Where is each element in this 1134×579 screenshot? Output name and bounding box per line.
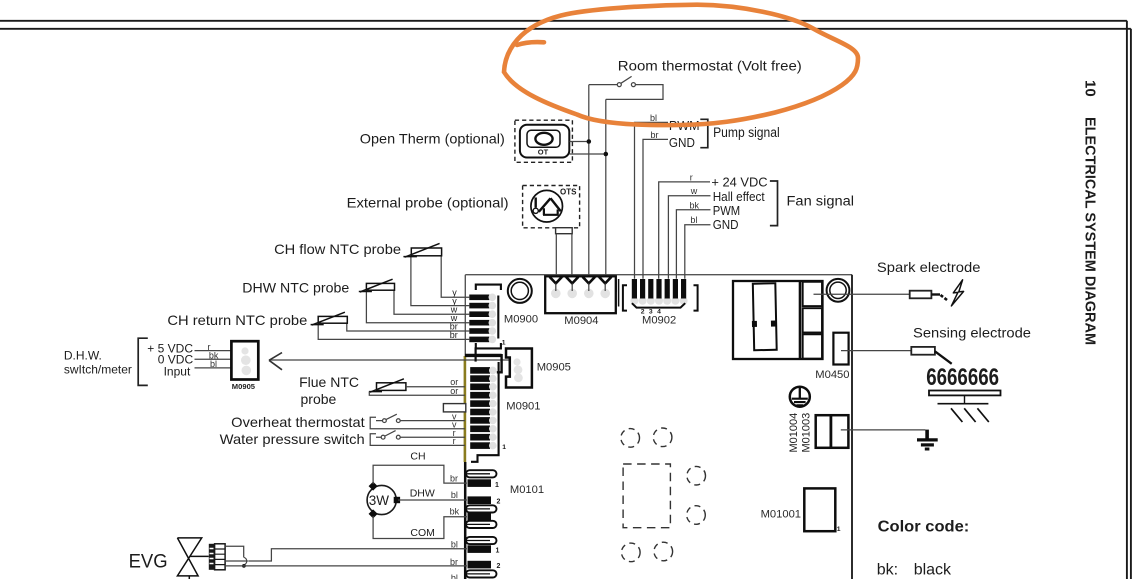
svg-text:DHW: DHW <box>410 487 435 499</box>
svg-text:COM: COM <box>410 527 435 539</box>
svg-text:br: br <box>450 330 458 340</box>
svg-text:M0900: M0900 <box>504 313 538 325</box>
svg-text:2: 2 <box>497 499 501 506</box>
svg-text:1: 1 <box>496 548 500 555</box>
svg-text:D.H.W.: D.H.W. <box>64 348 102 362</box>
svg-text:bl: bl <box>451 539 458 549</box>
svg-text:2: 2 <box>497 563 501 570</box>
svg-text:r: r <box>453 428 456 438</box>
svg-text:swItch/meter: swItch/meter <box>64 362 132 376</box>
svg-text:Pump signal: Pump signal <box>713 125 780 140</box>
svg-text:1: 1 <box>837 526 841 533</box>
svg-text:bk:: bk: <box>877 562 898 579</box>
svg-text:3: 3 <box>649 308 653 315</box>
svg-text:w: w <box>450 305 458 315</box>
svg-text:bl: bl <box>650 113 657 123</box>
svg-text:r: r <box>208 342 211 352</box>
svg-text:M0905: M0905 <box>537 361 571 373</box>
svg-text:M0902: M0902 <box>642 315 676 327</box>
svg-text:PWM: PWM <box>713 203 741 218</box>
svg-text:4: 4 <box>657 308 661 315</box>
svg-text:or: or <box>450 386 458 396</box>
svg-text:+ 5 VDC: + 5 VDC <box>147 341 193 355</box>
svg-text:3W: 3W <box>369 493 390 508</box>
svg-text:6666666: 6666666 <box>926 364 999 391</box>
svg-text:ELECTRICAL SYSTEM DIAGRAM: ELECTRICAL SYSTEM DIAGRAM <box>1082 117 1099 345</box>
svg-text:OT: OT <box>538 148 549 157</box>
svg-text:br: br <box>651 130 659 140</box>
svg-text:bl: bl <box>690 215 697 225</box>
svg-text:1: 1 <box>502 340 506 347</box>
svg-text:y: y <box>452 288 457 298</box>
svg-text:M0904: M0904 <box>564 315 598 327</box>
svg-text:br: br <box>450 557 458 567</box>
svg-text:Spark electrode: Spark electrode <box>877 259 981 275</box>
svg-text:v: v <box>452 420 457 430</box>
svg-text:1: 1 <box>495 482 499 489</box>
svg-text:Water pressure switch: Water pressure switch <box>220 431 365 447</box>
svg-text:EVG: EVG <box>129 551 168 572</box>
svg-text:v: v <box>452 411 457 421</box>
svg-text:M0901: M0901 <box>506 400 540 412</box>
svg-text:Overheat thermostat: Overheat thermostat <box>231 414 365 430</box>
svg-text:w: w <box>450 313 458 323</box>
svg-text:CH flow NTC probe: CH flow NTC probe <box>274 241 401 257</box>
svg-text:CH return NTC probe: CH return NTC probe <box>167 312 307 328</box>
svg-text:Fan signal: Fan signal <box>787 193 855 208</box>
svg-text:10: 10 <box>1082 80 1099 97</box>
svg-text:GND: GND <box>713 217 739 232</box>
svg-text:Sensing electrode: Sensing electrode <box>913 325 1031 341</box>
svg-text:Hall effect: Hall effect <box>713 189 765 204</box>
svg-text:br: br <box>450 322 458 332</box>
svg-text:Flue NTC: Flue NTC <box>299 374 359 390</box>
svg-text:probe: probe <box>301 391 337 407</box>
svg-text:br: br <box>450 474 458 484</box>
svg-text:M01004: M01004 <box>788 413 800 453</box>
svg-text:Input: Input <box>164 365 191 379</box>
svg-text:External probe (optional): External probe (optional) <box>347 195 509 211</box>
svg-text:bk: bk <box>690 200 700 210</box>
svg-text:bl: bl <box>210 359 217 369</box>
svg-text:Room thermostat (Volt free): Room thermostat (Volt free) <box>618 58 802 74</box>
svg-text:Color code:: Color code: <box>878 518 970 535</box>
svg-text:bl: bl <box>451 490 458 500</box>
svg-text:CH: CH <box>410 450 425 462</box>
svg-text:y: y <box>452 296 457 306</box>
svg-text:M0450: M0450 <box>815 369 849 381</box>
svg-text:M0905: M0905 <box>232 382 256 391</box>
svg-text:M0101: M0101 <box>510 484 544 496</box>
svg-text:+ 24 VDC: + 24 VDC <box>711 175 767 190</box>
svg-text:or: or <box>450 377 458 387</box>
svg-text:2: 2 <box>641 308 645 315</box>
svg-text:bk: bk <box>209 351 219 361</box>
svg-text:M01001: M01001 <box>761 508 801 520</box>
svg-text:GND: GND <box>669 135 695 150</box>
svg-text:M01003: M01003 <box>800 413 812 453</box>
svg-text:bk: bk <box>450 507 460 517</box>
svg-text:1: 1 <box>502 444 506 451</box>
svg-text:0 VDC: 0 VDC <box>158 353 194 367</box>
svg-text:r: r <box>690 172 693 182</box>
svg-text:r: r <box>453 436 456 446</box>
svg-text:black: black <box>914 562 952 579</box>
svg-text:w: w <box>690 186 698 196</box>
svg-text:DHW NTC probe: DHW NTC probe <box>242 280 349 296</box>
svg-text:OTS: OTS <box>560 187 577 196</box>
svg-text:Open Therm (optional): Open Therm (optional) <box>360 131 505 147</box>
svg-text:bl: bl <box>451 573 458 579</box>
